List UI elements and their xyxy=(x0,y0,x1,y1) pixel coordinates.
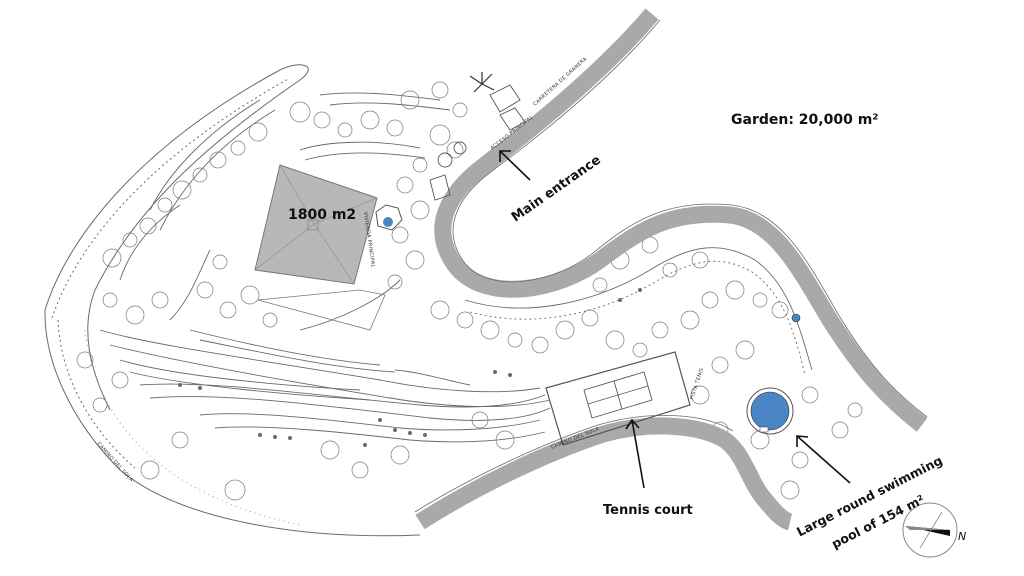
main-house xyxy=(254,164,386,331)
property-boundary xyxy=(44,64,421,537)
palm-tree xyxy=(469,72,495,93)
garden-boundary xyxy=(464,247,813,371)
arrow-round-pool xyxy=(796,435,851,484)
tennis-court xyxy=(545,351,691,446)
house-building xyxy=(254,164,378,285)
trees xyxy=(76,81,863,501)
arrow-tennis-court xyxy=(625,418,645,489)
garden-boundary-dots xyxy=(469,260,806,376)
garden-area-label: Garden: 20,000 m² xyxy=(731,112,879,128)
court-outline xyxy=(545,351,691,446)
road-label-camino-left: CAMINO DEL SOLA xyxy=(96,441,135,483)
road-label-court: PISTA TENIS xyxy=(689,367,705,400)
house-pool xyxy=(375,204,403,231)
lower-road-edge xyxy=(414,415,734,513)
shrub-dots xyxy=(178,288,642,447)
court-playing-area xyxy=(583,371,653,419)
main-road-edge xyxy=(452,19,928,418)
terrace-contours xyxy=(99,92,551,443)
north-compass xyxy=(902,502,958,558)
round-pool xyxy=(746,387,794,435)
house-terrace xyxy=(257,289,386,331)
small-water-feature xyxy=(791,313,801,323)
house-area-label: 1800 m2 xyxy=(288,207,357,223)
arrow-main-entrance xyxy=(499,150,531,181)
tennis-court-label: Tennis court xyxy=(603,503,693,518)
lower-road xyxy=(415,417,793,531)
entrance-buildings xyxy=(429,84,526,201)
compass-north-letter: N xyxy=(958,530,967,543)
